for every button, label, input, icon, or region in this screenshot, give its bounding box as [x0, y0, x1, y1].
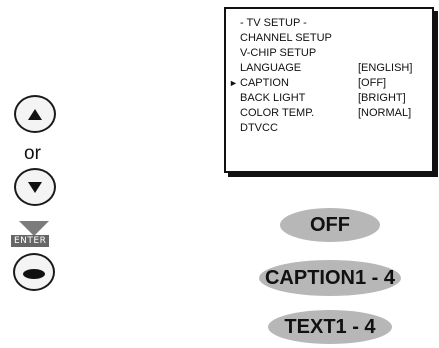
menu-item-value: [NORMAL] — [358, 107, 412, 119]
menu-item-value: [ENGLISH] — [358, 62, 413, 74]
option-text-1-4: TEXT1 - 4 — [268, 310, 392, 344]
enter-button[interactable] — [13, 253, 55, 291]
menu-item-caption[interactable]: ► CAPTION [OFF] — [229, 76, 386, 91]
enter-oval-icon — [23, 269, 45, 279]
option-off: OFF — [280, 208, 380, 242]
or-label: or — [24, 143, 41, 164]
cursor-icon: ► — [229, 78, 238, 88]
menu-item-vchip-setup[interactable]: V-CHIP SETUP — [240, 46, 332, 61]
down-arrow-icon — [28, 181, 42, 193]
up-arrow-icon — [28, 108, 42, 120]
tv-screen: - TV SETUP - CHANNEL SETUP V-CHIP SETUP … — [224, 7, 434, 173]
option-caption-1-4: CAPTION1 - 4 — [259, 260, 401, 296]
menu-item-channel-setup[interactable]: CHANNEL SETUP — [240, 31, 332, 46]
menu-item-label: BACK LIGHT — [240, 92, 306, 104]
menu-title: - TV SETUP - — [240, 17, 307, 29]
menu-item-dtvcc[interactable]: DTVCC — [240, 121, 332, 136]
menu-item-label: V-CHIP SETUP — [240, 47, 317, 59]
menu-item-value: [OFF] — [358, 77, 387, 89]
down-button[interactable] — [14, 168, 56, 206]
menu-item-language[interactable]: LANGUAGE [ENGLISH] — [240, 61, 412, 76]
enter-label: ENTER — [11, 235, 50, 247]
menu-item-label: CAPTION — [240, 77, 289, 89]
menu-item-back-light[interactable]: BACK LIGHT [BRIGHT] — [240, 91, 406, 106]
menu-item-color-temp[interactable]: COLOR TEMP. [NORMAL] — [240, 106, 411, 121]
menu-item-label: COLOR TEMP. — [240, 107, 315, 119]
menu-item-label: LANGUAGE — [240, 62, 302, 74]
menu-item-label: DTVCC — [240, 122, 278, 134]
menu-item-label: CHANNEL SETUP — [240, 32, 332, 44]
tv-setup-menu: - TV SETUP - CHANNEL SETUP V-CHIP SETUP … — [229, 16, 412, 136]
menu-item-value: [BRIGHT] — [358, 92, 406, 104]
step-arrow-icon — [19, 221, 49, 236]
up-button[interactable] — [14, 95, 56, 133]
